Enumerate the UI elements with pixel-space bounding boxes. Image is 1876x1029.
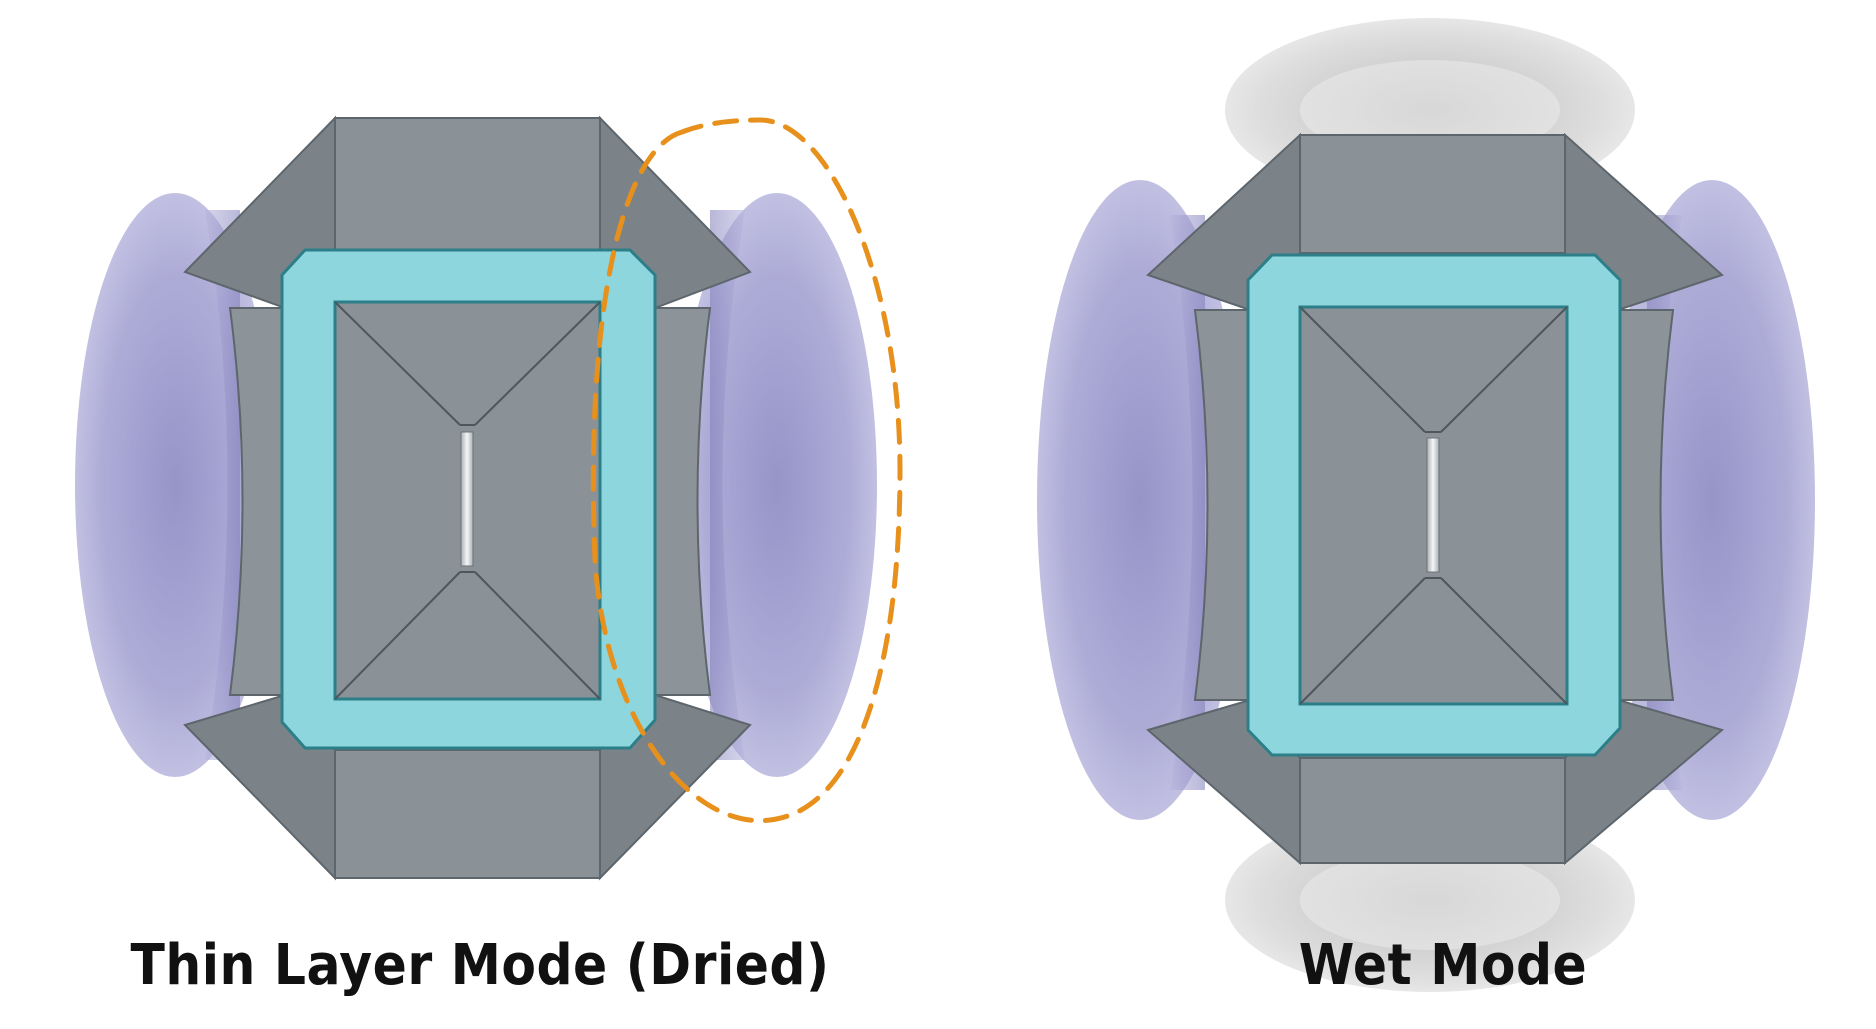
center-membrane	[334, 301, 601, 700]
thin-layer-mode-caption: Thin Layer Mode (Dried)	[130, 933, 830, 998]
left-droplet	[1037, 180, 1243, 820]
center-slit	[1426, 437, 1440, 573]
wet-mode-caption: Wet Mode	[1298, 933, 1588, 998]
thin-layer-panel	[75, 115, 903, 881]
left-droplet	[75, 193, 275, 777]
wet-mode-panel	[1037, 18, 1815, 992]
center-slit	[460, 431, 474, 567]
right-droplet	[677, 193, 877, 777]
center-membrane	[1299, 306, 1568, 705]
